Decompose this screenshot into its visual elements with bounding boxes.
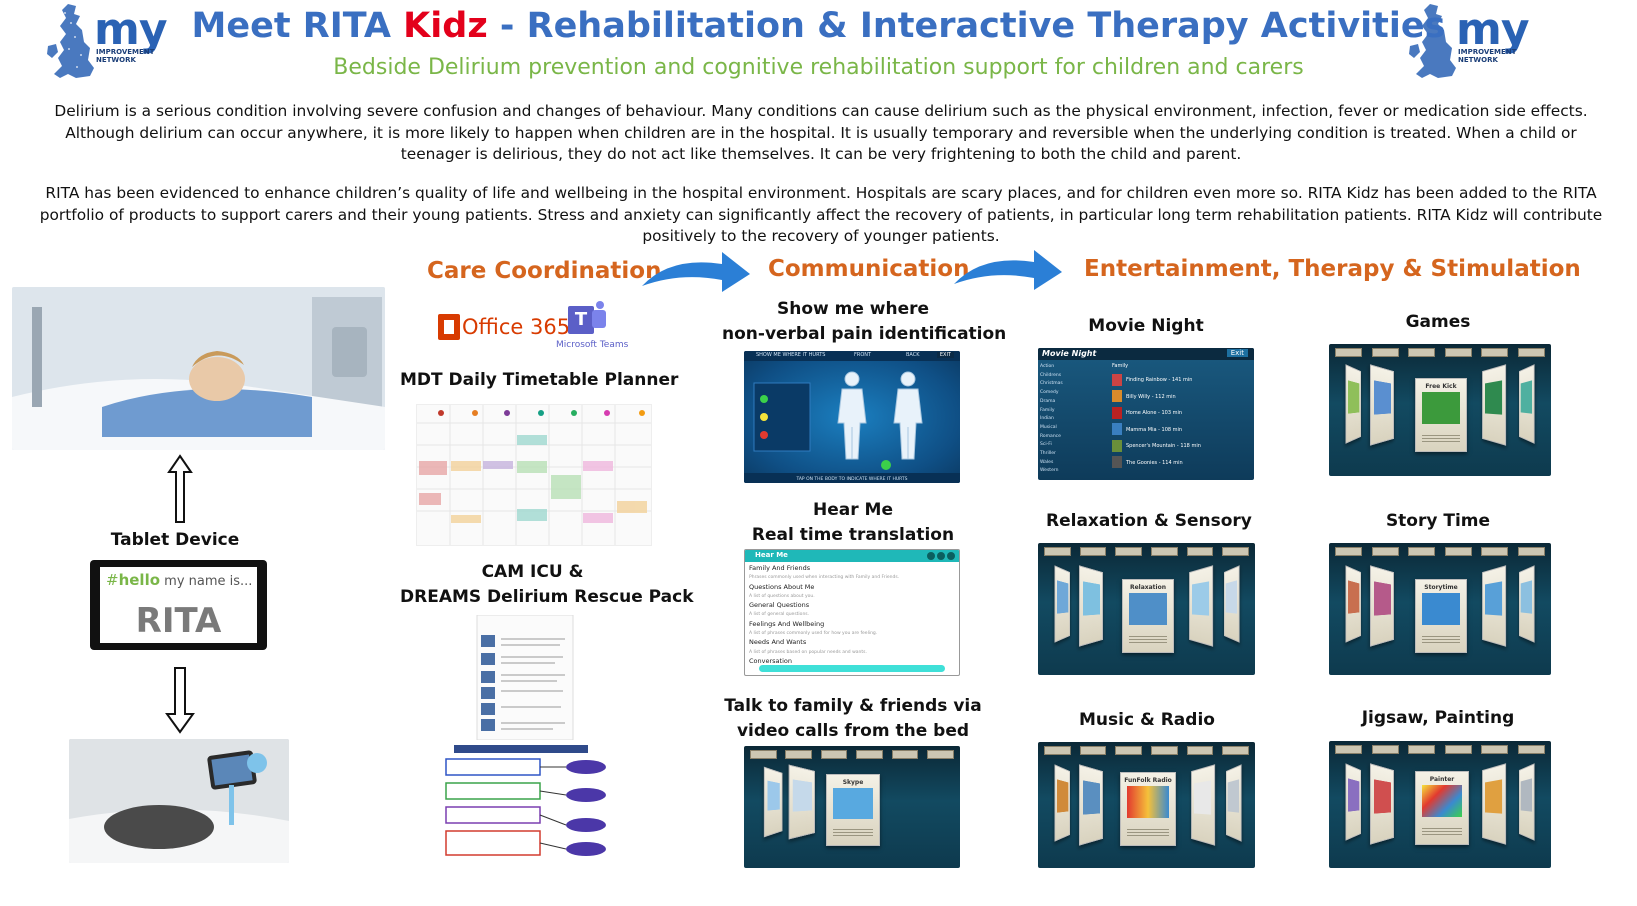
jigsaw-painting-screen: Painter [1329, 741, 1551, 868]
genre-item[interactable]: Wales [1040, 459, 1054, 465]
genre-item[interactable]: Thriller [1040, 451, 1056, 457]
genre-item[interactable]: Western [1040, 468, 1059, 474]
tablet-brand: RITA [135, 601, 222, 641]
genre-item[interactable]: Sci-Fi [1040, 442, 1052, 448]
curved-arrow-right-icon [642, 252, 750, 292]
office-365-label: Office 365 [462, 315, 571, 339]
delirium-rescue-pack-image [445, 614, 605, 741]
movie-exit-button[interactable]: Exit [1226, 349, 1248, 357]
showme-exit-button[interactable]: EXIT [936, 352, 954, 358]
tablet-device-image: #hello my name is... RITA [90, 560, 267, 650]
intro-paragraph-delirium: Delirium is a serious condition involvin… [54, 102, 1588, 163]
logo-wordmark: my [1456, 4, 1530, 55]
video-call-screen: Skype [744, 746, 960, 868]
hear-me-input-bar[interactable] [759, 665, 945, 672]
jigsaw-painting-label: Jigsaw, Painting [1361, 708, 1515, 728]
communication-heading: Communication [768, 256, 970, 282]
radio-card-title: FunFolk Radio [1124, 777, 1172, 784]
showme-front-text: FRONT [854, 352, 872, 358]
games-label: Games [1405, 312, 1471, 332]
child-using-tablet-photo [69, 739, 289, 863]
movie-night-label: Movie Night [1088, 316, 1204, 336]
tablet-device-label: Tablet Device [110, 530, 240, 550]
movie-row[interactable]: Billy Willy - 112 min [1112, 389, 1252, 406]
nav-icon[interactable] [927, 552, 935, 560]
music-radio-label: Music & Radio [1079, 710, 1215, 730]
genre-item[interactable]: Christmas [1040, 381, 1063, 387]
genre-item[interactable]: Childrens [1040, 372, 1062, 378]
genre-item[interactable]: Indian [1040, 416, 1054, 422]
cam-icu-label: CAM ICU &DREAMS Delirium Rescue Pack [400, 562, 694, 607]
arrow-up-icon [167, 454, 193, 523]
genre-item[interactable]: Drama [1040, 398, 1056, 404]
music-radio-screen: FunFolk Radio [1038, 742, 1255, 868]
intro-paragraph-rita: RITA has been evidenced to enhance child… [39, 184, 1603, 245]
list-item[interactable]: Conversation [749, 656, 792, 665]
movie-row[interactable]: Finding Rainbow - 141 min [1112, 372, 1252, 389]
nav-icon[interactable] [937, 552, 945, 560]
mdt-timetable-planner-image [416, 404, 652, 546]
relaxation-card-title: Relaxation [1129, 584, 1167, 591]
movie-night-app-title: Movie Night [1042, 349, 1097, 358]
page-title: Meet RITA Kidz - Rehabilitation & Intera… [191, 6, 1446, 46]
care-coordination-heading: Care Coordination [427, 258, 662, 284]
logo-wordmark: my [94, 4, 168, 55]
page-subtitle: Bedside Delirium prevention and cognitiv… [333, 55, 1304, 80]
mdt-planner-label: MDT Daily Timetable Planner [400, 370, 679, 390]
genre-item[interactable]: Action [1040, 364, 1055, 369]
showme-back-text: BACK [906, 352, 920, 358]
arrow-down-icon [165, 667, 195, 734]
movie-title-list: Finding Rainbow - 141 min Billy Willy - … [1112, 372, 1252, 471]
movie-row[interactable]: Spencer's Mountain - 118 min [1112, 438, 1252, 455]
genre-item[interactable]: Musical [1040, 424, 1057, 430]
showme-header-text: SHOW ME WHERE IT HURTS [756, 352, 826, 358]
relaxation-sensory-label: Relaxation & Sensory [1046, 511, 1252, 531]
microsoft-teams-logo-icon: T [568, 300, 608, 336]
showme-footer-text: TAP ON THE BODY TO INDICATE WHERE IT HUR… [796, 477, 908, 482]
movie-genre-list: Action Childrens Christmas Comedy Drama … [1040, 363, 1080, 476]
relaxation-sensory-screen: Relaxation [1038, 543, 1255, 675]
genre-item[interactable]: Romance [1040, 433, 1061, 439]
story-time-label: Story Time [1385, 511, 1491, 531]
games-screen: Free Kick [1329, 344, 1551, 476]
uk-map-icon [47, 4, 94, 78]
entertainment-heading: Entertainment, Therapy & Stimulation [1084, 256, 1581, 282]
skype-card-title: Skype [842, 779, 864, 786]
movie-night-screen: Movie Night Exit Action Childrens Christ… [1038, 348, 1254, 480]
genre-item[interactable]: Comedy [1040, 390, 1059, 396]
show-me-where-screen: SHOW ME WHERE IT HURTS FRONT BACK EXIT T… [744, 351, 960, 483]
office-365-logo-icon [438, 314, 460, 340]
child-in-hospital-bed-photo [12, 287, 385, 450]
movie-row[interactable]: Mamma Mia - 108 min [1112, 422, 1252, 439]
genre-item[interactable]: Family [1040, 407, 1055, 413]
story-time-screen: Storytime [1329, 543, 1551, 675]
cam-icu-flowsheet-image [440, 745, 612, 863]
home-icon[interactable] [947, 552, 955, 560]
hear-me-app-title: Hear Me [755, 551, 788, 559]
uk-map-icon [1409, 4, 1456, 78]
games-card-title: Free Kick [1425, 383, 1457, 390]
microsoft-teams-label: Microsoft Teams [556, 340, 629, 350]
storytime-card-title: Storytime [1424, 584, 1458, 591]
movie-row[interactable]: The Goonies - 114 min [1112, 455, 1252, 472]
tablet-greeting: #hello my name is... [106, 571, 253, 589]
movie-category-title: Family [1112, 363, 1129, 369]
curved-arrow-right-icon [954, 250, 1062, 290]
painter-card-title: Painter [1429, 776, 1455, 783]
movie-row[interactable]: Home Alone - 103 min [1112, 405, 1252, 422]
